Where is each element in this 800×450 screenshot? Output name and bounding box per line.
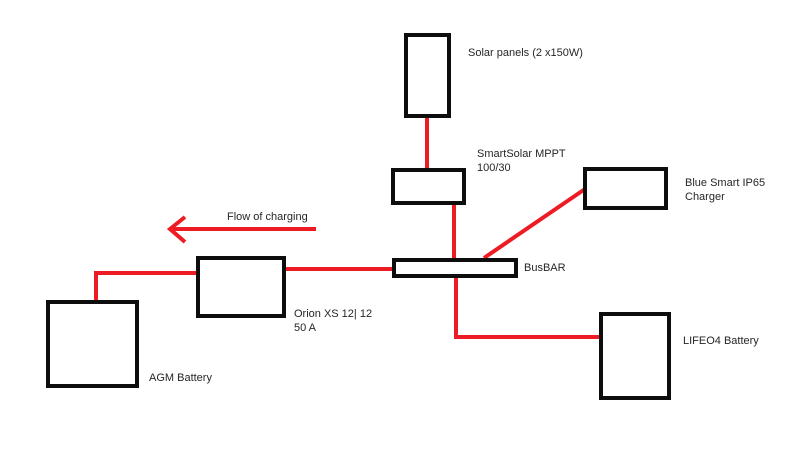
orion-dcdc-label-line2: 50 A [294,322,317,334]
wire-busbar-to-blue-smart [482,187,587,260]
solar-panels-label: Solar panels (2 x150W) [468,47,583,59]
smartsolar-mppt-label-line1: SmartSolar MPPT [477,148,566,160]
orion-dcdc-label-line1: Orion XS 12| 12 [294,308,373,320]
blue-smart-charger-label-line2: Charger [685,191,725,203]
lifepo4-battery-box [599,312,671,400]
orion-dcdc-box [196,256,286,318]
solar-panels-box [404,33,451,118]
agm-battery-box [46,300,139,388]
blue-smart-charger-label-line1: Blue Smart IP65 [685,177,766,189]
blue-smart-charger-label: Blue Smart IP65 Charger [685,176,765,204]
smartsolar-mppt-label: SmartSolar MPPT 100/30 [477,147,566,175]
lifepo4-battery-label: LIFEO4 Battery [683,335,759,347]
smartsolar-mppt-box [391,168,466,205]
agm-battery-label: AGM Battery [149,372,212,384]
wire-busbar-to-lifepo4 [454,276,601,339]
flow-of-charging-label: Flow of charging [227,211,308,223]
orion-dcdc-label: Orion XS 12| 12 50 A [294,307,372,335]
busbar-box [392,258,518,278]
blue-smart-charger-box [583,167,668,210]
busbar-label: BusBAR [524,262,566,274]
wire-orion-to-agm [94,271,198,302]
smartsolar-mppt-label-line2: 100/30 [477,162,511,174]
